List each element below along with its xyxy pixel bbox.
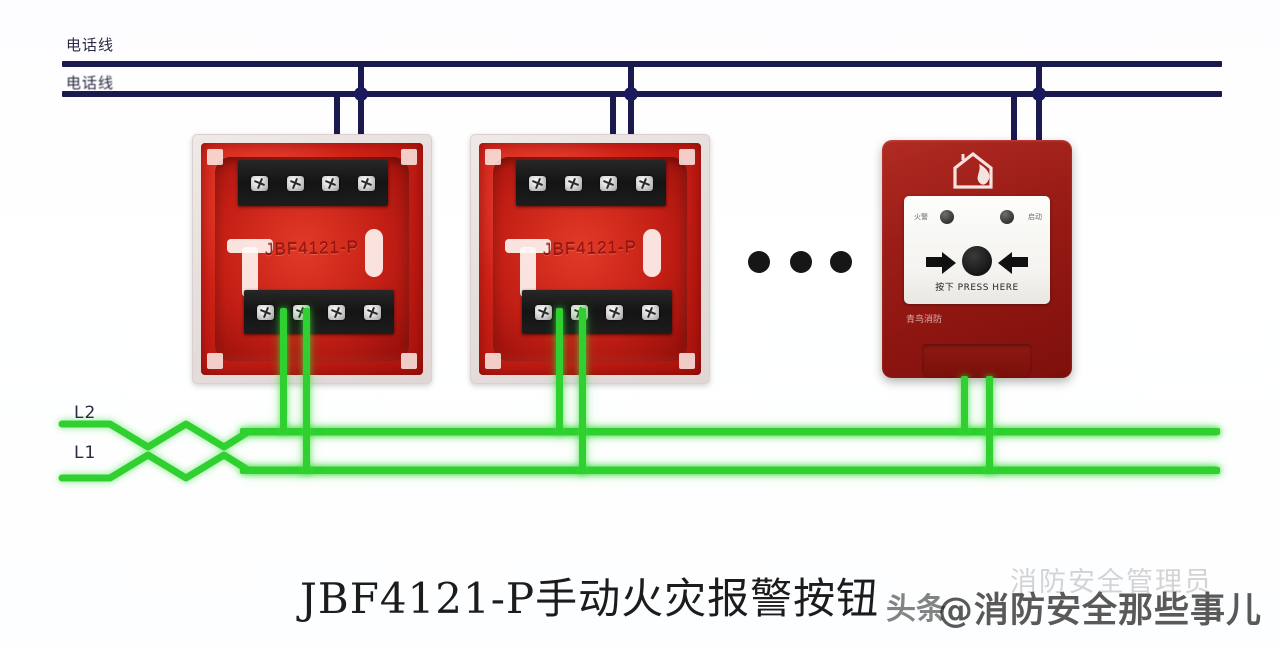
mount-tab (485, 149, 501, 165)
loop-drop-callpoint-L2 (961, 376, 968, 434)
bus-drop-callpoint-line1 (1036, 61, 1042, 146)
loop-label-L2: L2 (74, 403, 97, 423)
bus-drop-device1-line2 (334, 91, 340, 173)
activate-led (1000, 210, 1014, 224)
ellipsis-dot (790, 251, 812, 273)
terminal-screw[interactable] (328, 304, 346, 320)
bus-drop-device1-line1 (358, 61, 364, 173)
loop-line-L2 (240, 428, 1220, 435)
terminal-screw[interactable] (286, 175, 304, 191)
call-point-face-plate[interactable]: 火警 启动 按下 PRESS HERE (904, 196, 1050, 304)
manual-call-point-assembled[interactable]: 火警 启动 按下 PRESS HERE 青鸟消防 (882, 140, 1072, 378)
terminal-screw[interactable] (606, 304, 624, 320)
call-point-bottom-lip (922, 344, 1032, 378)
arrow-right-stem (926, 257, 944, 267)
watermark-faint: 消防安全管理员 (1010, 567, 1213, 598)
mount-tab (485, 353, 501, 369)
keyhole-slot-left (227, 239, 273, 253)
terminal-screw[interactable] (635, 175, 653, 191)
arrow-right-icon (942, 252, 956, 274)
bus-line-telephone-1 (62, 61, 1222, 67)
fire-house-icon (953, 151, 993, 189)
terminal-screw[interactable] (600, 175, 618, 191)
press-here-label: 按下 PRESS HERE (935, 283, 1019, 293)
manual-call-point-base-2[interactable]: JBF4121-P (470, 134, 710, 384)
terminal-block-top[interactable] (238, 160, 388, 206)
mount-tab (207, 149, 223, 165)
loop-line-L1 (240, 467, 1220, 474)
watermark-platform: 头条 (886, 592, 946, 627)
mount-tab (207, 353, 223, 369)
bus-label-telephone-1: 电话线 (66, 36, 115, 54)
keyhole-slot-left-stem (242, 247, 258, 297)
bus-junction-node (624, 87, 638, 101)
bus-junction-node (1032, 87, 1046, 101)
terminal-screw[interactable] (257, 304, 275, 320)
activate-mini-label: 启动 (1028, 213, 1042, 221)
ellipsis-dot (830, 251, 852, 273)
terminal-screw[interactable] (357, 175, 375, 191)
loop-drop-device1-L1 (303, 308, 310, 474)
mount-tab (679, 353, 695, 369)
mount-tab (401, 149, 417, 165)
loop-drop-device2-L2 (556, 308, 563, 434)
terminal-screw[interactable] (529, 175, 547, 191)
bus-drop-device2-line1 (628, 61, 634, 173)
terminal-screw[interactable] (251, 175, 269, 191)
manufacturer-brand-label: 青鸟消防 (906, 315, 943, 325)
fire-alarm-mini-label: 火警 (914, 213, 928, 221)
page-title: JBF4121-P手动火灾报警按钮 (300, 574, 880, 623)
mount-tab (401, 353, 417, 369)
loop-label-L1: L1 (74, 443, 97, 463)
keyhole-slot-right (365, 229, 383, 277)
terminal-block-bottom[interactable] (522, 290, 672, 334)
arrow-left-stem (1010, 257, 1028, 267)
terminal-screw[interactable] (363, 304, 381, 320)
terminal-screw[interactable] (535, 304, 553, 320)
terminal-screw[interactable] (641, 304, 659, 320)
bus-label-telephone-2: 电话线 (66, 74, 115, 92)
ellipsis-dot (748, 251, 770, 273)
terminal-screw[interactable] (564, 175, 582, 191)
terminal-block-bottom[interactable] (244, 290, 394, 334)
terminal-screw[interactable] (322, 175, 340, 191)
press-button[interactable] (962, 246, 992, 276)
loop-drop-device2-L1 (579, 308, 586, 474)
bus-line-telephone-2 (62, 91, 1222, 97)
bus-drop-callpoint-line2 (1011, 91, 1017, 146)
mount-tab (679, 149, 695, 165)
keyhole-slot-right (643, 229, 661, 277)
loop-drop-callpoint-L1 (986, 376, 993, 474)
terminal-block-top[interactable] (516, 160, 666, 206)
arrow-left-icon (998, 252, 1012, 274)
bus-drop-device2-line2 (610, 91, 616, 173)
alarm-led (940, 210, 954, 224)
keyhole-slot-left-stem (520, 247, 536, 297)
manual-call-point-base-1[interactable]: JBF4121-P (192, 134, 432, 384)
keyhole-slot-left (505, 239, 551, 253)
watermark-handle: @消防安全那些事儿 (938, 591, 1263, 631)
bus-junction-node (354, 87, 368, 101)
loop-drop-device1-L2 (280, 308, 287, 434)
